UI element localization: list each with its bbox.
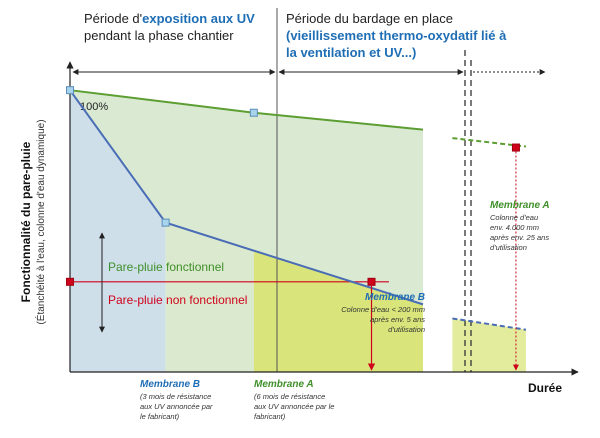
membrane-b-bottom-line1: (3 mois de résistance (140, 392, 211, 401)
area-membrane-a-uv (165, 222, 254, 372)
phase-bardage-line1: Période du bardage en place (286, 11, 453, 26)
membrane-b-bottom-title: Membrane B (140, 379, 200, 390)
phase-bardage-line3: la ventilation et UV...) (286, 45, 416, 60)
series-group (66, 86, 527, 371)
membrane-a-right-line1: Colonne d'eau (490, 213, 539, 222)
phase-uv-line1: Période d'exposition aux UV (84, 11, 255, 26)
marker-membrane-a-uv-end (249, 108, 258, 117)
membrane-a-bottom-line2: aux UV annoncée par le (254, 402, 334, 411)
membrane-a-bottom-line1: (6 mois de résistance (254, 392, 325, 401)
zone-non-functional-label: Pare-pluie non fonctionnel (108, 293, 247, 307)
membrane-a-dashed-line (452, 137, 527, 148)
membrane-b-right-line3: d'utilisation (388, 325, 425, 334)
membrane-b-right-line2: après env. 5 ans (370, 315, 425, 324)
marker-membrane-b-failure (367, 277, 376, 286)
y-axis-title: Fonctionnalité du pare-pluie (19, 141, 33, 302)
marker-start-100 (66, 86, 74, 95)
membrane-b-bottom-line3: le fabricant) (140, 412, 180, 421)
membrane-b-right-line1: Colonne d'eau < 200 mm (341, 305, 425, 314)
area-degradation-yellow-extension (452, 318, 526, 372)
marker-membrane-b-uv-end (161, 218, 170, 227)
membrane-a-right-line4: d'utilisation (490, 243, 527, 252)
y-axis-subtitle: (Étanchéité à l'eau, colonne d'eau dynam… (34, 119, 47, 324)
area-membrane-b-uv (70, 90, 166, 372)
membrane-a-right-line3: après env. 25 ans (490, 233, 549, 242)
membrane-a-bottom-line3: fabricant) (254, 412, 286, 421)
membrane-b-bottom-line2: aux UV annoncée par (140, 402, 213, 411)
areas-group (70, 90, 526, 372)
membrane-a-bottom-title: Membrane A (254, 379, 314, 390)
marker-membrane-a-25y (511, 143, 520, 152)
membrane-a-right-title: Membrane A (490, 200, 550, 211)
membrane-b-right-title: Membrane B (365, 292, 425, 303)
x-axis-title: Durée (528, 381, 562, 395)
phase-uv-line2: pendant la phase chantier (84, 28, 234, 43)
marker-threshold-start (66, 277, 74, 286)
phase-bardage-line2: (vieillissement thermo-oxydatif lié à (286, 28, 507, 43)
y-top-label: 100% (80, 101, 108, 113)
area-degradation-yellow (253, 250, 423, 372)
zone-functional-label: Pare-pluie fonctionnel (108, 260, 224, 274)
membrane-a-right-line2: env. 4.000 mm (490, 223, 539, 232)
membrane-b-dashed-line (452, 317, 527, 331)
area-functional-green (70, 90, 423, 305)
